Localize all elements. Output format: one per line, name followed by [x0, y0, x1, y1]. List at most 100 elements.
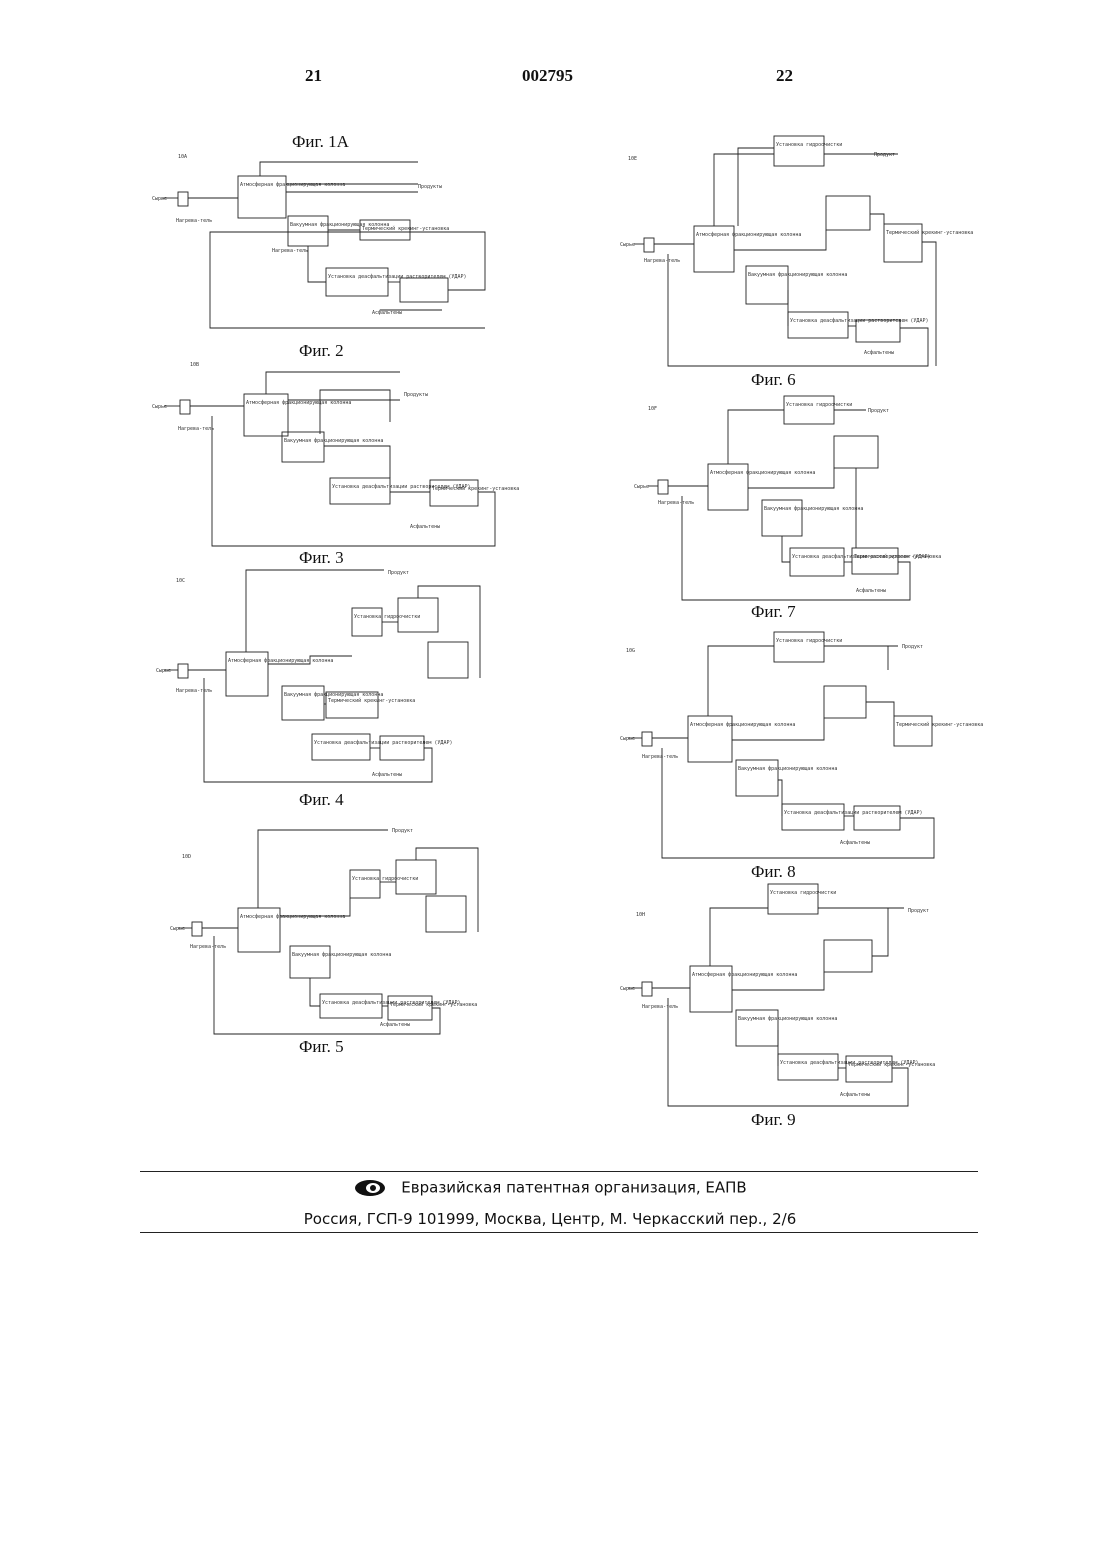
figure-8-diagram: 10G Установка гидроочистки Продукт Сырье… [618, 630, 948, 862]
ref-10f: 10F [648, 406, 657, 412]
flow-line [872, 908, 888, 956]
product-label: Продукт [868, 408, 889, 414]
heater-box [180, 400, 190, 414]
heater-box [642, 982, 652, 996]
asphaltenes-label: Асфальтены [856, 588, 886, 594]
vac-column-label: Вакуумная фракционирующая колонна [764, 506, 863, 512]
footer-bottom-rule [140, 1232, 978, 1233]
sda-box [782, 804, 844, 830]
caption-fig2: Фиг. 2 [299, 341, 344, 361]
hydrotreater-label: Установка гидроочистки [776, 638, 842, 644]
organization-name: Евразийская патентная организация, ЕАПВ [401, 1179, 746, 1197]
flow-line [308, 246, 326, 282]
ref-10a: 10А [178, 154, 187, 160]
atm-column-label: Атмосферная фракционирующая колонна [240, 914, 345, 920]
hydrotreater-2-box [824, 686, 866, 718]
figure-3-diagram: 10В Сырье Нагрева-тель Атмосферная фракц… [150, 360, 500, 550]
thermal-cracker-label: Термический крекинг-установка [896, 722, 983, 728]
sda-box [330, 478, 390, 504]
figure-5-diagram: 10D Продукт Сырье Нагрева-тель Атмосферн… [160, 826, 490, 1036]
ref-10h: 10Н [636, 912, 645, 918]
products-label: Продукты [418, 184, 442, 190]
flow-line [310, 978, 320, 1006]
vac-column-label: Вакуумная фракционирующая колонна [738, 1016, 837, 1022]
hydrotreater-box [352, 608, 382, 636]
heater2-label: Нагрева-тель [272, 248, 308, 254]
flow-line [870, 214, 884, 224]
vac-column-2-box [426, 896, 466, 932]
product-label: Продукт [902, 644, 923, 650]
atm-column-label: Атмосферная фракционирующая колонна [240, 182, 345, 188]
heater-label: Нагрева-тель [178, 426, 214, 432]
heater-label: Нагрева-тель [176, 218, 212, 224]
atm-column-label: Атмосферная фракционирующая колонна [228, 658, 333, 664]
sda-box [778, 1054, 838, 1080]
heater-box [178, 664, 188, 678]
product-label: Продукт [908, 908, 929, 914]
feed-label: Сырье [620, 986, 635, 992]
products-label: Продукты [404, 392, 428, 398]
thermal-cracker-label: Термический крекинг-установка [390, 1002, 477, 1008]
thermal-cracker-label: Термический крекинг-установка [328, 698, 415, 704]
flow-line [728, 410, 784, 464]
caption-fig9: Фиг. 9 [751, 1110, 796, 1130]
asphaltenes-label: Асфальтены [840, 840, 870, 846]
feed-label: Сырье [634, 484, 649, 490]
flow-line [266, 372, 400, 394]
figure-4-diagram: 10С Продукт Сырье Нагрева-тель Атмосферн… [150, 568, 490, 788]
heater-label: Нагрева-тель [176, 688, 212, 694]
flow-line [260, 162, 418, 176]
feed-label: Сырье [620, 736, 635, 742]
thermal-cracker-label: Термический крекинг-установка [848, 1062, 935, 1068]
sda-label: Установка деасфальтизации растворителем … [784, 810, 922, 816]
caption-fig6: Фиг. 6 [751, 370, 796, 390]
vac-column-label: Вакуумная фракционирующая колонна [748, 272, 847, 278]
flow-line [714, 154, 774, 226]
heater-label: Нагрева-тель [658, 500, 694, 506]
feed-label: Сырье [170, 926, 185, 932]
flow-line [246, 570, 384, 652]
hydrotreater-box [350, 870, 380, 898]
flow-line [258, 830, 388, 908]
flow-line [324, 446, 390, 478]
hydrotreater-2-box [834, 436, 878, 468]
vac-column-box [290, 946, 330, 978]
asphaltenes-label: Асфальтены [840, 1092, 870, 1098]
caption-fig4: Фиг. 4 [299, 790, 344, 810]
hydrotreater-label: Установка гидроочистки [786, 402, 852, 408]
thermal-cracker-label: Термический крекинг-установка [886, 230, 973, 236]
ref-10g: 10G [626, 648, 635, 654]
hydrotreater-label: Установка гидроочистки [354, 614, 420, 620]
heater-box [192, 922, 202, 936]
flow-line [416, 848, 478, 932]
asphaltenes-label: Асфальтены [410, 524, 440, 530]
hydrotreater-box [774, 136, 824, 166]
caption-fig1a: Фиг. 1А [292, 132, 349, 152]
thermal-cracker-label: Термический крекинг-установка [432, 486, 519, 492]
flow-line [668, 998, 908, 1106]
heater-label: Нагрева-тель [644, 258, 680, 264]
eapo-logo-icon [353, 1178, 387, 1198]
atm-column-label: Атмосферная фракционирующая колонна [710, 470, 815, 476]
hydrotreater-2-box [824, 940, 872, 972]
vac-column-box [282, 432, 324, 462]
heater-label: Нагрева-тель [642, 1004, 678, 1010]
flow-line [738, 148, 774, 226]
feed-label: Сырье [156, 668, 171, 674]
caption-fig5: Фиг. 5 [299, 1037, 344, 1057]
hydrotreater-box [784, 396, 834, 424]
vac-column-box [288, 216, 328, 246]
hydrotreater-box [768, 884, 818, 914]
feed-label: Сырье [152, 404, 167, 410]
sda-box [326, 268, 388, 296]
flow-line [708, 646, 774, 716]
asphaltenes-label: Асфальтены [372, 310, 402, 316]
sda-label: Установка деасфальтизации растворителем … [790, 318, 928, 324]
hydrotreater-box [774, 632, 824, 662]
thermal-cracker-box [894, 716, 932, 746]
product-label: Продукт [874, 152, 895, 158]
vac-column-label: Вакуумная фракционирующая колонна [738, 766, 837, 772]
sda-box [312, 734, 370, 760]
flow-line [214, 936, 440, 1034]
flow-line [212, 416, 495, 546]
